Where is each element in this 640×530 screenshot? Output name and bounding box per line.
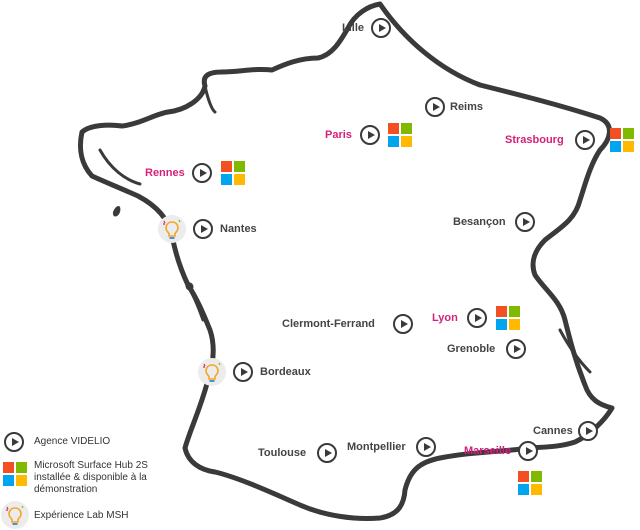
- play-icon[interactable]: [317, 443, 337, 463]
- play-icon[interactable]: [467, 308, 487, 328]
- play-icon[interactable]: [578, 421, 598, 441]
- legend-lightbulb-lab-icon: [1, 501, 29, 529]
- play-icon[interactable]: [371, 18, 391, 38]
- play-icon[interactable]: [425, 97, 445, 117]
- microsoft-logo-icon: [518, 471, 542, 495]
- play-icon[interactable]: [192, 163, 212, 183]
- city-label-clermont-ferrand: Clermont-Ferrand: [282, 318, 375, 330]
- microsoft-logo-icon: [221, 161, 245, 185]
- play-icon[interactable]: [360, 125, 380, 145]
- legend-hub-label-line2: installée & disponible à la: [34, 472, 147, 483]
- lightbulb-lab-icon: [198, 358, 226, 386]
- lightbulb-lab-icon: [158, 215, 186, 243]
- city-label-bordeaux: Bordeaux: [260, 366, 311, 378]
- city-label-cannes: Cannes: [533, 425, 573, 437]
- play-icon[interactable]: [393, 314, 413, 334]
- legend-microsoft-logo-icon: [3, 462, 27, 486]
- city-label-nantes: Nantes: [220, 223, 257, 235]
- city-label-marseille: Marseille: [464, 445, 512, 457]
- france-border: [77, 1, 615, 521]
- microsoft-logo-icon: [610, 128, 634, 152]
- island-re: [185, 282, 194, 291]
- play-icon[interactable]: [193, 219, 213, 239]
- legend-lab-label: Expérience Lab MSH: [34, 510, 129, 521]
- city-label-montpellier: Montpellier: [347, 441, 406, 453]
- legend-agency-label: Agence VIDELIO: [34, 436, 111, 447]
- city-label-paris: Paris: [325, 129, 352, 141]
- island-ouessant: [112, 206, 121, 217]
- city-label-strasbourg: Strasbourg: [505, 134, 564, 146]
- city-label-grenoble: Grenoble: [447, 343, 496, 355]
- play-icon[interactable]: [506, 339, 526, 359]
- city-label-lyon: Lyon: [432, 312, 458, 324]
- coast-detail-atlantic: [188, 288, 205, 322]
- legend-hub-label-line3: démonstration: [34, 484, 98, 495]
- play-icon[interactable]: [515, 212, 535, 232]
- play-icon[interactable]: [233, 362, 253, 382]
- play-icon[interactable]: [575, 130, 595, 150]
- play-icon[interactable]: [518, 441, 538, 461]
- city-label-besancon: Besançon: [453, 216, 506, 228]
- play-icon[interactable]: [416, 437, 436, 457]
- coast-detail-brittany: [98, 148, 142, 186]
- microsoft-logo-icon: [388, 123, 412, 147]
- legend-play-icon: [4, 432, 24, 452]
- coast-detail-alps: [558, 328, 592, 374]
- city-label-rennes: Rennes: [145, 167, 185, 179]
- coast-detail-north: [203, 84, 217, 114]
- legend-hub-label-line1: Microsoft Surface Hub 2S: [34, 460, 148, 471]
- city-label-toulouse: Toulouse: [258, 447, 307, 459]
- city-label-lille: Lille: [342, 22, 365, 34]
- city-label-reims: Reims: [450, 101, 484, 113]
- microsoft-logo-icon: [496, 306, 520, 330]
